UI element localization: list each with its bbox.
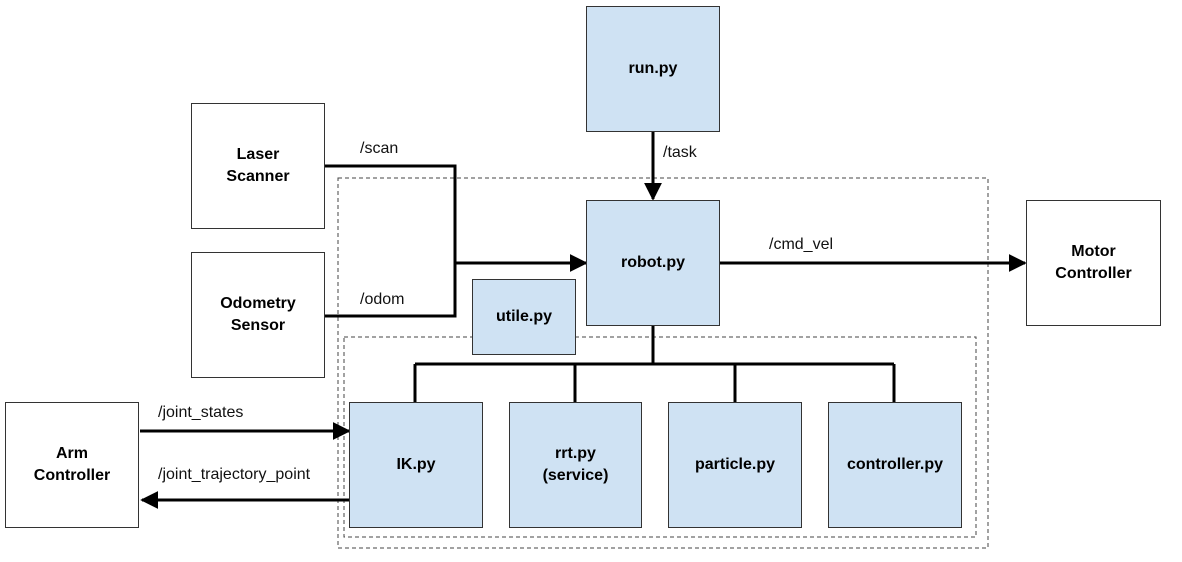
run-py-node: run.py: [586, 6, 720, 132]
utile-py-node: utile.py: [472, 279, 576, 355]
ik-py-node: IK.py: [349, 402, 483, 528]
joint-states-label: /joint_states: [158, 404, 244, 421]
rrt-py-node: rrt.py (service): [509, 402, 642, 528]
task-label: /task: [663, 144, 697, 161]
cmd-vel-label: /cmd_vel: [769, 236, 834, 253]
laser-scanner-node: Laser Scanner: [191, 103, 325, 229]
motor-controller-node: Motor Controller: [1026, 200, 1161, 326]
scan-label: /scan: [360, 140, 399, 157]
particle-py-node: particle.py: [668, 402, 802, 528]
outer-dashed-group: [337, 177, 989, 549]
joint-trajectory-label: /joint_trajectory_point: [158, 466, 311, 483]
odometry-sensor-node: Odometry Sensor: [191, 252, 325, 378]
robot-py-node: robot.py: [586, 200, 720, 326]
controller-py-node: controller.py: [828, 402, 962, 528]
odom-edge: [324, 263, 457, 318]
odom-label: /odom: [360, 291, 405, 308]
scan-edge: [324, 164, 457, 263]
arm-controller-node: Arm Controller: [5, 402, 139, 528]
